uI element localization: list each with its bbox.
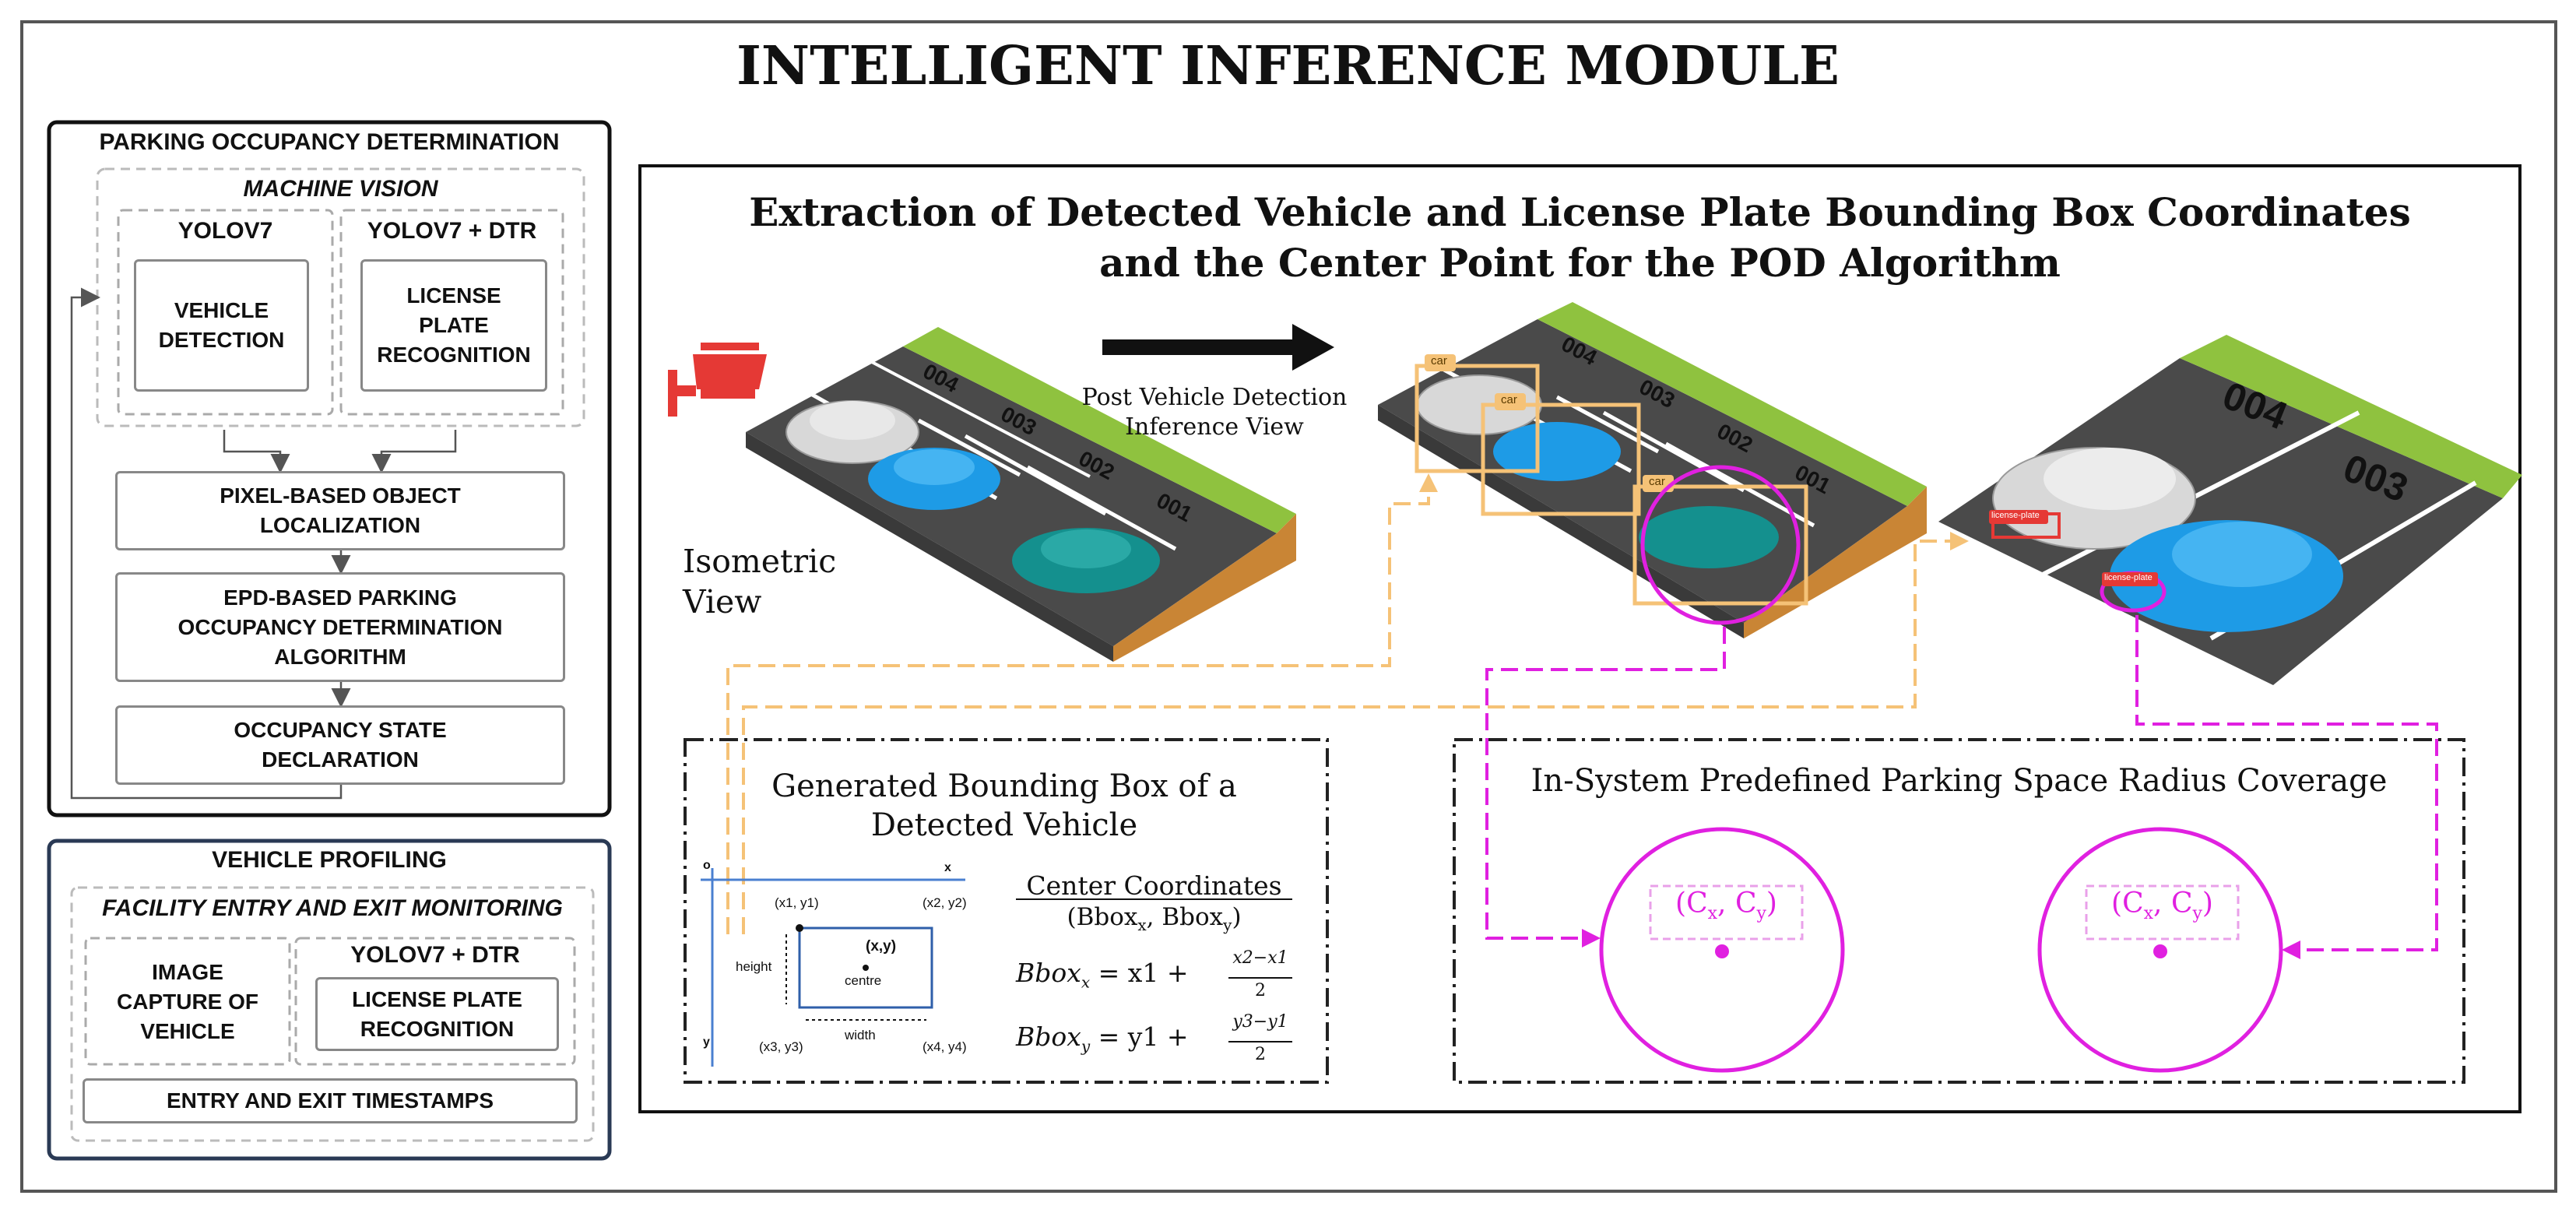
connector-lpr-to-pixel — [371, 430, 457, 473]
bbox-panel-title: Generated Bounding Box of a Detected Veh… — [771, 768, 1237, 843]
center-point-label: (x,y) — [866, 938, 897, 955]
radius-center-right — [2153, 944, 2167, 958]
yolo-dtr-frame — [294, 937, 576, 1066]
yolo-right-label: YOLOV7 + DTR — [367, 218, 537, 244]
radius-panel-title: In-System Predefined Parking Space Radiu… — [1530, 763, 2388, 799]
flow-bbox-to-zoom — [742, 532, 1969, 934]
bbox-pair-label: (Bboxx, Bboxy) — [1067, 903, 1242, 935]
bbox-panel-frame — [684, 738, 1329, 1084]
image-capture-frame — [84, 937, 291, 1066]
outer-frame — [20, 20, 2557, 1193]
width-label: width — [845, 1028, 876, 1042]
flow-circle-right — [2135, 615, 2438, 959]
main-title: INTELLIGENT INFERENCE MODULE — [736, 35, 1840, 97]
big-arrow — [1102, 324, 1334, 371]
connector-vd-to-pixel — [223, 430, 290, 473]
center-coords-label: Center Coordinates — [1026, 870, 1282, 901]
plate-tag-2: license-plate — [2104, 573, 2153, 582]
y-axis-label: y — [703, 1035, 710, 1049]
p4-label: (x4, y4) — [923, 1039, 967, 1054]
vp-panel-frame — [47, 839, 612, 1161]
pixel-localization-box: PIXEL-BASED OBJECT LOCALIZATION — [115, 471, 565, 550]
plate-tag-1: license-plate — [1991, 511, 2040, 520]
x-axis-label: x — [944, 861, 951, 874]
corner-dot — [796, 924, 803, 932]
right-title-line1: Extraction of Detected Vehicle and Licen… — [749, 189, 2411, 235]
height-label: height — [736, 959, 772, 974]
eq1-denominator: 2 — [1255, 981, 1266, 1000]
image-capture-box: IMAGE CAPTURE OF VEHICLE — [117, 959, 258, 1043]
equation-y: Bboxy = y1 + — [1016, 1021, 1189, 1056]
yolo-left-frame — [117, 209, 334, 416]
eq2-denominator: 2 — [1255, 1045, 1266, 1064]
origin-label: o — [703, 859, 711, 872]
facility-label: FACILITY ENTRY AND EXIT MONITORING — [102, 895, 563, 921]
right-panel-frame — [638, 164, 2522, 1113]
epd-algorithm-box: EPD-BASED PARKING OCCUPANCY DETERMINATIO… — [115, 572, 565, 682]
parking-lot-zoomed — [1938, 335, 2522, 685]
parking-lot-inference — [1378, 302, 1927, 638]
car-tag-1: car — [1431, 354, 1447, 367]
radius-label-right: (Cx, Cy) — [2111, 888, 2213, 924]
radius-circle-right — [2037, 827, 2283, 1073]
vehicle-detection-box: VEHICLE DETECTION — [134, 259, 309, 392]
bbox-rect — [798, 926, 933, 1009]
equation-x: Bboxx = x1 + — [1016, 958, 1189, 992]
pod-panel-frame — [47, 120, 612, 817]
yolo-dtr-label: YOLOV7 + DTR — [350, 942, 520, 968]
pod-title: PARKING OCCUPANCY DETERMINATION — [99, 129, 560, 155]
machine-vision-label: MACHINE VISION — [243, 176, 438, 202]
vp-title: VEHICLE PROFILING — [212, 847, 447, 873]
vp-lpr-box: LICENSE PLATE RECOGNITION — [315, 977, 559, 1051]
eq1-numerator: x2−x1 — [1232, 948, 1288, 968]
p1-label: (x1, y1) — [775, 895, 819, 910]
centre-label: centre — [845, 973, 882, 988]
radius-label-left: (Cx, Cy) — [1675, 888, 1777, 924]
radius-center-left — [1715, 944, 1729, 958]
p2-label: (x2, y2) — [923, 895, 967, 910]
license-plate-recognition-box: LICENSE PLATE RECOGNITION — [360, 259, 547, 392]
eq2-numerator: y3−y1 — [1232, 1012, 1288, 1032]
post-detection-label: Post Vehicle Detection Inference View — [1081, 384, 1348, 441]
parking-lot-isometric — [746, 327, 1296, 662]
radius-panel-frame — [1453, 738, 2465, 1084]
radius-label-frame-right — [2085, 884, 2240, 941]
flow-bbox-to-inference — [726, 473, 1438, 934]
p3-label: (x3, y3) — [759, 1039, 803, 1054]
car-tag-3: car — [1649, 475, 1665, 488]
flow-circle-left — [1485, 627, 1726, 948]
isometric-view-label: Isometric View — [683, 543, 837, 621]
radius-label-frame-left — [1649, 884, 1804, 941]
centre-dot — [863, 965, 869, 971]
facility-frame — [70, 886, 595, 1142]
feedback-loop — [70, 287, 343, 800]
camera-icon — [668, 343, 767, 417]
right-title-line2: and the Center Point for the POD Algorit… — [1099, 240, 2061, 286]
yolo-right-frame — [339, 209, 564, 416]
radius-circle-left — [1599, 827, 1845, 1073]
timestamps-box: ENTRY AND EXIT TIMESTAMPS — [83, 1078, 578, 1123]
yolo-left-label: YOLOV7 — [177, 218, 273, 244]
car-tag-2: car — [1501, 393, 1517, 406]
occupancy-state-box: OCCUPANCY STATE DECLARATION — [115, 705, 565, 785]
